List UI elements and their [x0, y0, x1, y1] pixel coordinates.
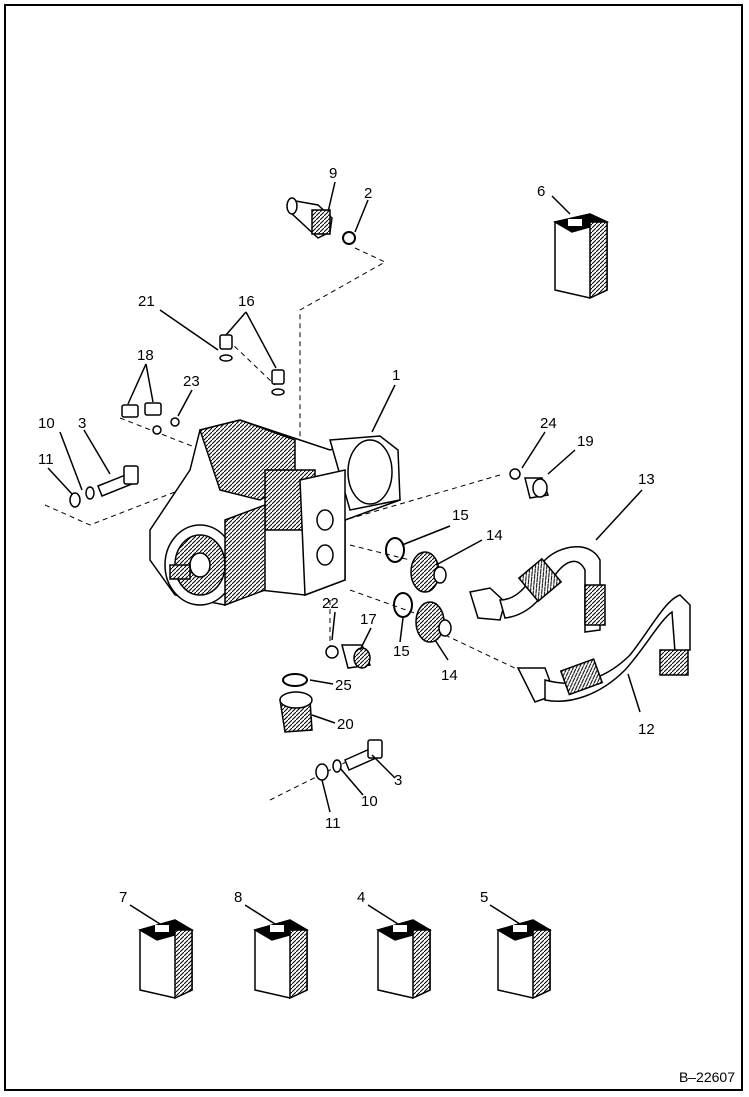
- callout-5: 5: [480, 889, 488, 906]
- callout-6: 6: [537, 183, 545, 200]
- callout-22: 22: [322, 595, 339, 612]
- callout-17: 17: [360, 611, 377, 628]
- decal-4: [376, 919, 432, 1000]
- callout-3: 3: [78, 415, 86, 432]
- hydrostatic-pump: [149, 419, 401, 607]
- fittings-16-21: [219, 334, 285, 396]
- callout-leaders: [47, 181, 643, 925]
- hose-13: [469, 546, 606, 633]
- bolt-assembly-left: [69, 465, 139, 508]
- figure-id: B–22607: [678, 1069, 735, 1085]
- fittings-18-23: [121, 402, 180, 435]
- diagram-border: [4, 4, 743, 1091]
- callout-7: 7: [119, 889, 127, 906]
- callout-4: 4: [357, 889, 365, 906]
- assembly-dashed-lines: [44, 247, 541, 801]
- decal-7: [138, 919, 194, 1000]
- callout-19: 19: [577, 433, 594, 450]
- callout-12: 12: [638, 721, 655, 738]
- callout-15-b: 15: [393, 643, 410, 660]
- bolt-assembly-lower: [315, 739, 383, 781]
- callout-10: 10: [38, 415, 55, 432]
- callout-14-a: 14: [486, 527, 503, 544]
- o-ring-15-lower: [393, 592, 413, 618]
- callout-3-b: 3: [394, 772, 402, 789]
- callout-18: 18: [137, 347, 154, 364]
- callout-14-b: 14: [441, 667, 458, 684]
- o-ring-2: [342, 231, 356, 245]
- fittings-22-17: [325, 644, 372, 669]
- o-ring-15-upper: [385, 537, 405, 563]
- adapters-14: [410, 551, 452, 643]
- hose-12: [516, 594, 691, 703]
- callout-11: 11: [38, 451, 54, 468]
- callout-15-a: 15: [452, 507, 469, 524]
- pressure-switch: [286, 197, 333, 239]
- callout-11-b: 11: [325, 815, 341, 832]
- fittings-24-19: [509, 468, 550, 499]
- callout-25: 25: [335, 677, 352, 694]
- callout-1: 1: [392, 367, 400, 384]
- decal-5: [496, 919, 552, 1000]
- callout-23: 23: [183, 373, 200, 390]
- decal-6: [552, 213, 610, 300]
- sensor-20-25: [279, 673, 313, 733]
- callout-10-b: 10: [361, 793, 378, 810]
- decal-8: [253, 919, 309, 1000]
- callout-20: 20: [337, 716, 354, 733]
- callout-2: 2: [364, 185, 372, 202]
- callout-9: 9: [329, 165, 337, 182]
- callout-8: 8: [234, 889, 242, 906]
- callout-24: 24: [540, 415, 557, 432]
- callout-labels: 9 2 6 21 16 18 23 1 10 3 11 24 19 13 15 …: [38, 165, 655, 906]
- callout-16: 16: [238, 293, 255, 310]
- callout-13: 13: [638, 471, 655, 488]
- callout-21: 21: [138, 293, 155, 310]
